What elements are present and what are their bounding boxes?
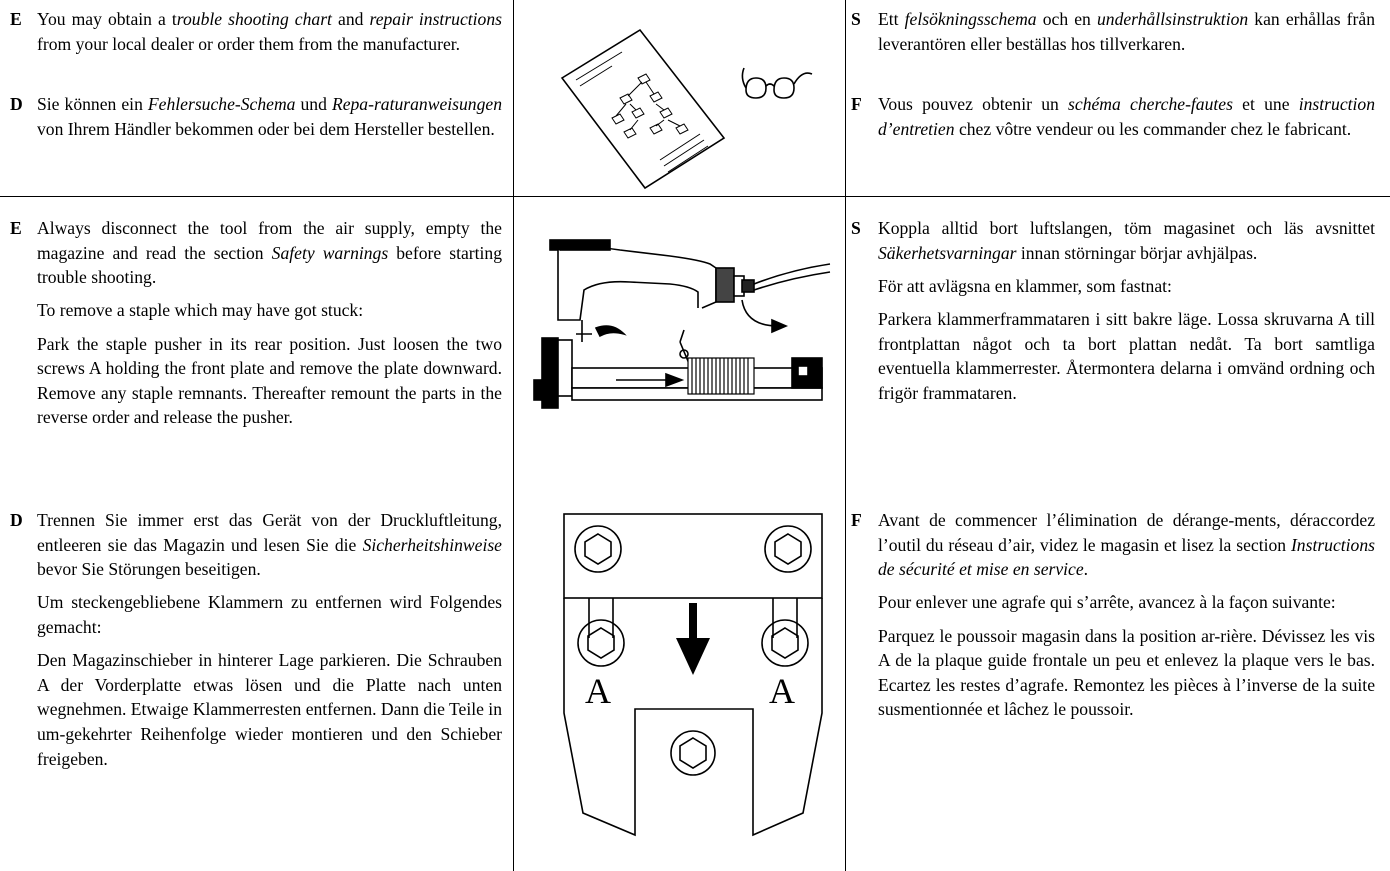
emphasized-text: repair instructions (369, 9, 503, 29)
text-run: et une (1232, 94, 1299, 114)
paragraph: To remove a staple which may have got st… (37, 298, 502, 323)
emphasized-text: Instructions de sécurité et mise en serv… (878, 534, 1375, 580)
emphasized-text: schéma cherche-fautes (1068, 94, 1233, 114)
emphasized-text: Safety warnings (271, 242, 389, 263)
emphasized-text: Sicherheitshinweise (362, 534, 502, 555)
paragraph: Um steckengebliebene Klammern zu entfern… (37, 590, 502, 639)
paragraph-group: Sie können ein Fehlersuche-Schema und Re… (37, 92, 502, 141)
text-block-english-1: E You may obtain a trouble shooting chart… (10, 7, 502, 56)
language-code: E (10, 9, 22, 29)
text-run: Always disconnect the tool from the air … (37, 218, 502, 263)
screw-label-left: A (585, 671, 611, 711)
paragraph-group: Vous pouvez obtenir un schéma cherche-fa… (878, 92, 1375, 141)
paragraph-group: Trennen Sie immer erst das Gerät von der… (37, 508, 502, 771)
glasses-icon (741, 67, 813, 99)
paragraph: För att avlägsna en klammer, som fastnat… (878, 274, 1375, 299)
stapler-tool-figure (520, 230, 840, 440)
document-sheet-icon (560, 28, 726, 190)
stapler-icon (533, 239, 831, 409)
text-run: Pour enlever une agrafe qui s’arrête, av… (878, 592, 1336, 613)
emphasized-text: Säkerhetsvarningar (878, 242, 1017, 263)
down-arrow-icon (676, 603, 710, 675)
screw-icon (574, 525, 812, 776)
chart-and-glasses-figure (550, 20, 820, 190)
text-run: Den Magazinschieber in hinterer Lage par… (37, 650, 502, 769)
text-run: och en (1036, 9, 1097, 29)
text-block-english-2: E Always disconnect the tool from the air… (10, 216, 502, 430)
language-code: F (851, 510, 862, 530)
paragraph: Always disconnect the tool from the air … (37, 216, 502, 290)
text-run: Um steckengebliebene Klammern zu entfern… (37, 592, 502, 637)
paragraph-group: Ett felsökningsschema och en underhållsi… (878, 7, 1375, 56)
text-run: To remove a staple which may have got st… (37, 300, 364, 321)
paragraph: You may obtain a trouble shooting chart … (37, 7, 502, 56)
text-run: before starting trouble shooting. (37, 242, 503, 288)
text-run: and (331, 9, 370, 29)
text-run: För att avlägsna en klammer, som fastnat… (878, 275, 1172, 296)
text-run: You may obtain a t (37, 9, 177, 29)
language-code: F (851, 94, 862, 114)
emphasized-text: rouble shooting chart (176, 9, 332, 29)
paragraph-group: You may obtain a trouble shooting chart … (37, 7, 502, 56)
paragraph-group: Koppla alltid bort luftslangen, töm maga… (878, 216, 1375, 405)
text-run: chez vôtre vendeur ou les commander chez… (954, 118, 1352, 139)
paragraph: Parquez le poussoir magasin dans la posi… (878, 624, 1375, 722)
emphasized-text: felsökningsschema (904, 9, 1037, 29)
emphasized-text: instruction d’entretien (878, 94, 1375, 139)
text-run: Koppla alltid bort luftslangen, töm maga… (878, 218, 1375, 238)
text-run: Park the staple pusher in its rear posit… (37, 333, 502, 428)
column-divider-left (513, 0, 514, 871)
language-code: D (10, 510, 23, 530)
text-run: Sie können ein (37, 94, 148, 114)
paragraph: Trennen Sie immer erst das Gerät von der… (37, 508, 502, 582)
paragraph: Avant de commencer l’élimination de déra… (878, 508, 1375, 582)
text-run: Trennen Sie immer erst das Gerät von der… (37, 510, 502, 555)
paragraph: Parkera klammerframmataren i sitt bakre … (878, 307, 1375, 405)
paragraph: Koppla alltid bort luftslangen, töm maga… (878, 216, 1375, 265)
text-run: Parkera klammerframmataren i sitt bakre … (878, 308, 1375, 403)
paragraph: Pour enlever une agrafe qui s’arrête, av… (878, 590, 1375, 615)
text-run: bevor Sie Störungen beseitigen. (37, 559, 261, 580)
text-run: Ett (878, 9, 905, 29)
text-block-swedish-2: S Koppla alltid bort luftslangen, töm mag… (851, 216, 1375, 405)
paragraph: Park the staple pusher in its rear posit… (37, 332, 502, 430)
text-run: kan erhållas från leverantören eller bes… (878, 9, 1375, 54)
text-block-german-2: D Trennen Sie immer erst das Gerät von de… (10, 508, 502, 771)
text-run: . (1083, 559, 1089, 580)
language-code: D (10, 94, 23, 114)
text-run: Vous pouvez obtenir un (878, 94, 1069, 114)
text-block-german-1: D Sie können ein Fehlersuche-Schema und R… (10, 92, 502, 141)
paragraph: Sie können ein Fehlersuche-Schema und Re… (37, 92, 502, 141)
language-code: S (851, 9, 861, 29)
text-run: und (295, 94, 332, 114)
emphasized-text: Fehlersuche-Schema (147, 94, 296, 114)
paragraph: Vous pouvez obtenir un schéma cherche-fa… (878, 92, 1375, 141)
text-run: innan störningar börjar avhjälpas. (1016, 242, 1258, 263)
paragraph: Ett felsökningsschema och en underhållsi… (878, 7, 1375, 56)
paragraph: Den Magazinschieber in hinterer Lage par… (37, 648, 502, 771)
text-block-french-1: F Vous pouvez obtenir un schéma cherche-f… (851, 92, 1375, 141)
paragraph-group: Avant de commencer l’élimination de déra… (878, 508, 1375, 722)
language-code: E (10, 218, 22, 238)
language-code: S (851, 218, 861, 238)
text-block-swedish-1: S Ett felsökningsschema och en underhålls… (851, 7, 1375, 56)
text-run: von Ihrem Händler bekommen oder bei dem … (37, 118, 495, 139)
section-divider (0, 196, 1390, 197)
text-run: from your local dealer or order them fro… (37, 33, 461, 54)
text-run: Parquez le poussoir magasin dans la posi… (878, 625, 1375, 720)
text-run: Avant de commencer l’élimination de déra… (878, 510, 1375, 555)
text-block-french-2: F Avant de commencer l’élimination de dér… (851, 508, 1375, 722)
emphasized-text: underhållsinstruktion (1096, 9, 1249, 29)
front-plate-figure: A A (563, 513, 825, 853)
paragraph-group: Always disconnect the tool from the air … (37, 216, 502, 430)
emphasized-text: Repa-raturanweisungen (331, 94, 503, 114)
column-divider-right (845, 0, 846, 871)
screw-label-right: A (769, 671, 795, 711)
